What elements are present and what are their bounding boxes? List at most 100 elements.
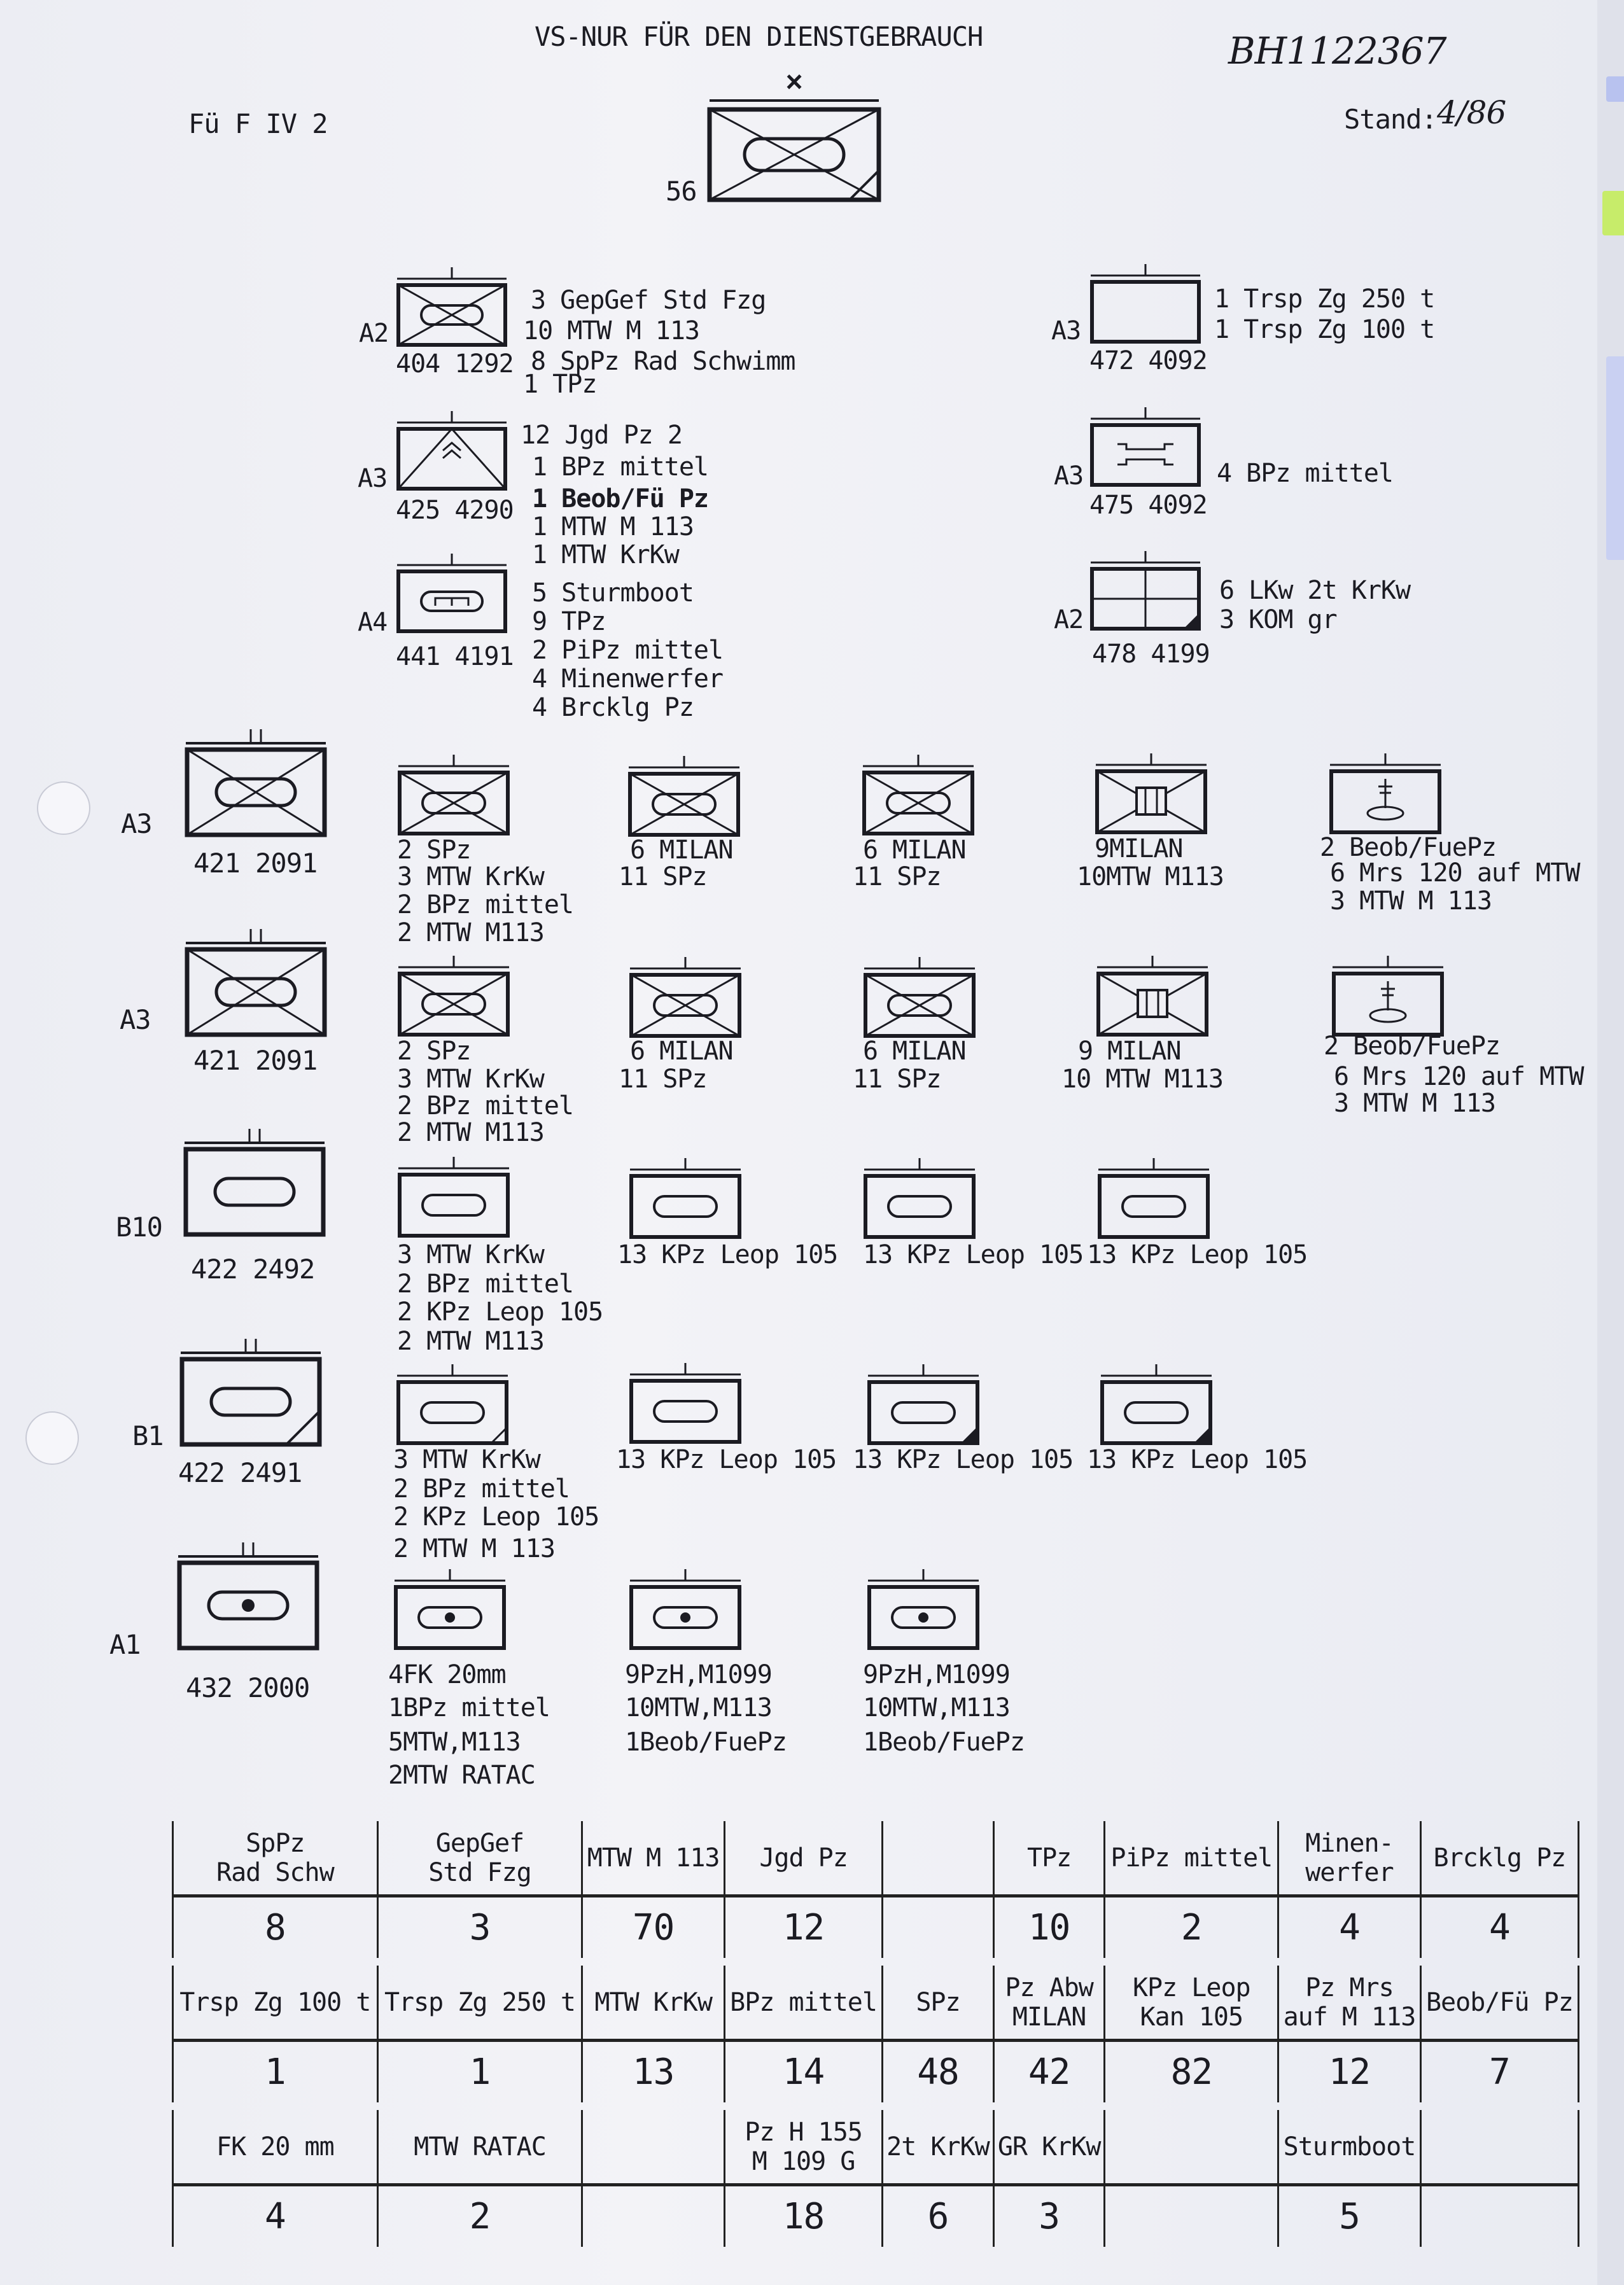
summary-value-cell: 12 bbox=[1277, 2039, 1422, 2102]
index-tab-blue bbox=[1606, 356, 1624, 560]
company-symbol-armor bbox=[629, 1158, 742, 1240]
company-symbol-armor bbox=[1097, 1158, 1210, 1240]
summary-header-cell: Trsp Zg 250 t bbox=[376, 1966, 584, 2041]
company-number: 425 4290 bbox=[396, 496, 514, 525]
strength-line: 2 SPz bbox=[397, 1037, 471, 1066]
strength-line: 10 MTW M113 bbox=[1061, 1065, 1224, 1094]
battalion-level: B1 bbox=[132, 1420, 164, 1451]
summary-value-cell bbox=[1419, 2183, 1580, 2247]
strength-line: 3 MTW M 113 bbox=[1334, 1089, 1496, 1118]
company-symbol-antitank bbox=[396, 411, 508, 491]
strength-line: 2 BPz mittel bbox=[397, 1091, 574, 1121]
company-symbol-mortar bbox=[1329, 753, 1442, 835]
strength-line: 2 BPz mittel bbox=[397, 890, 574, 919]
strength-line: 2 KPz Leop 105 bbox=[393, 1502, 599, 1532]
strength-line: 1BPz mittel bbox=[388, 1693, 550, 1722]
strength-line: 6 Mrs 120 auf MTW bbox=[1334, 1062, 1584, 1091]
strength-line: 1 Trsp Zg 100 t bbox=[1214, 315, 1435, 344]
battalion-symbol-mech-infantry bbox=[185, 929, 327, 1037]
summary-value-cell: 70 bbox=[581, 1894, 725, 1958]
strength-line: 2 BPz mittel bbox=[397, 1269, 574, 1299]
company-level: A3 bbox=[1051, 316, 1081, 346]
summary-value-cell: 2 bbox=[376, 2183, 584, 2247]
company-symbol-mech-infantry bbox=[629, 957, 742, 1038]
strength-line: 6 MILAN bbox=[863, 1037, 967, 1066]
summary-header-cell: Trsp Zg 100 t bbox=[172, 1966, 379, 2041]
strength-line: 2 PiPz mittel bbox=[532, 636, 724, 665]
strength-line: 1 MTW M 113 bbox=[532, 512, 694, 542]
company-symbol-armor-supply bbox=[1100, 1364, 1213, 1446]
company-symbol-armor bbox=[863, 1158, 976, 1240]
summary-value-cell: 8 bbox=[172, 1894, 379, 1958]
summary-value-cell: 4 bbox=[1277, 1894, 1422, 1958]
summary-value-cell: 2 bbox=[1103, 1894, 1280, 1958]
strength-line: 2 SPz bbox=[397, 835, 471, 865]
company-number: 472 4092 bbox=[1089, 346, 1208, 375]
strength-line: 4FK 20mm bbox=[388, 1660, 507, 1689]
company-symbol-mech-infantry bbox=[397, 956, 510, 1037]
strength-line: 2 Beob/FuePz bbox=[1320, 833, 1497, 862]
summary-header-cell: KPz Leop Kan 105 bbox=[1103, 1966, 1280, 2041]
index-tab-blue bbox=[1606, 76, 1624, 102]
summary-value-cell: 14 bbox=[723, 2039, 884, 2102]
battalion-number: 421 2091 bbox=[193, 1045, 318, 1076]
company-number: 478 4199 bbox=[1092, 639, 1210, 669]
battalion-number: 422 2491 bbox=[178, 1457, 302, 1488]
strength-line: 13 KPz Leop 105 bbox=[616, 1445, 837, 1474]
battalion-level: B10 bbox=[116, 1212, 163, 1243]
company-number: 404 1292 bbox=[396, 349, 514, 379]
company-symbol-mech-infantry bbox=[863, 957, 976, 1038]
strength-line: 1 MTW KrKw bbox=[532, 540, 680, 570]
strength-line: 10MTW,M113 bbox=[625, 1693, 773, 1722]
summary-value-cell bbox=[881, 1894, 995, 1958]
stand-date: 4/86 bbox=[1437, 94, 1506, 131]
company-symbol-mech-infantry bbox=[862, 755, 975, 836]
strength-line: 6 MILAN bbox=[630, 1037, 734, 1066]
strength-line: 6 Mrs 120 auf MTW bbox=[1330, 858, 1580, 888]
summary-header-cell: Minen- werfer bbox=[1277, 1821, 1422, 1896]
summary-value-cell: 10 bbox=[992, 1894, 1106, 1958]
company-level: A4 bbox=[358, 608, 388, 637]
strength-line: 11 SPz bbox=[619, 1065, 707, 1094]
company-symbol-artillery bbox=[867, 1569, 980, 1651]
summary-value-cell: 13 bbox=[581, 2039, 725, 2102]
strength-line: 1 Beob/Fü Pz bbox=[532, 484, 709, 514]
strength-line: 2 Beob/FuePz bbox=[1324, 1031, 1501, 1061]
strength-line: 8 SpPz Rad Schwimm bbox=[531, 347, 795, 376]
strength-line: 5MTW,M113 bbox=[388, 1728, 521, 1757]
battalion-symbol-armor-reserve bbox=[179, 1339, 322, 1447]
strength-line: 4 Minenwerfer bbox=[532, 664, 724, 694]
strength-line: 5 Sturmboot bbox=[532, 578, 694, 608]
strength-line: 9PzH,M1099 bbox=[625, 1660, 773, 1689]
company-number: 441 4191 bbox=[396, 642, 514, 671]
company-symbol-antitank-milan bbox=[1096, 956, 1209, 1037]
summary-header-cell: 2t KrKw bbox=[881, 2110, 995, 2185]
strength-line: 4 BPz mittel bbox=[1217, 459, 1394, 488]
strength-line: 6 MILAN bbox=[630, 835, 734, 865]
strength-line: 13 KPz Leop 105 bbox=[853, 1445, 1074, 1474]
strength-line: 9PzH,M1099 bbox=[863, 1660, 1011, 1689]
summary-value-cell: 3 bbox=[376, 1894, 584, 1958]
summary-value-cell: 7 bbox=[1419, 2039, 1580, 2102]
strength-line: 10MTW M113 bbox=[1077, 862, 1224, 891]
strength-line: 9MILAN bbox=[1095, 834, 1183, 863]
summary-value-cell: 48 bbox=[881, 2039, 995, 2102]
company-symbol-recovery bbox=[1089, 407, 1201, 487]
summary-header-cell: GepGef Std Fzg bbox=[376, 1821, 584, 1896]
company-level: A2 bbox=[359, 319, 389, 348]
battalion-number: 422 2492 bbox=[191, 1254, 315, 1285]
summary-header-cell: MTW RATAC bbox=[376, 2110, 584, 2185]
battalion-symbol-armor bbox=[183, 1129, 326, 1237]
company-symbol-mortar bbox=[1331, 956, 1445, 1037]
strength-line: 1 Trsp Zg 250 t bbox=[1214, 284, 1435, 314]
summary-value-cell: 6 bbox=[881, 2183, 995, 2247]
battalion-symbol-mech-infantry bbox=[185, 729, 327, 837]
strength-line: 1Beob/FuePz bbox=[625, 1728, 787, 1757]
strength-line: 13 KPz Leop 105 bbox=[1087, 1445, 1308, 1474]
summary-spacer-row bbox=[173, 2102, 1579, 2110]
